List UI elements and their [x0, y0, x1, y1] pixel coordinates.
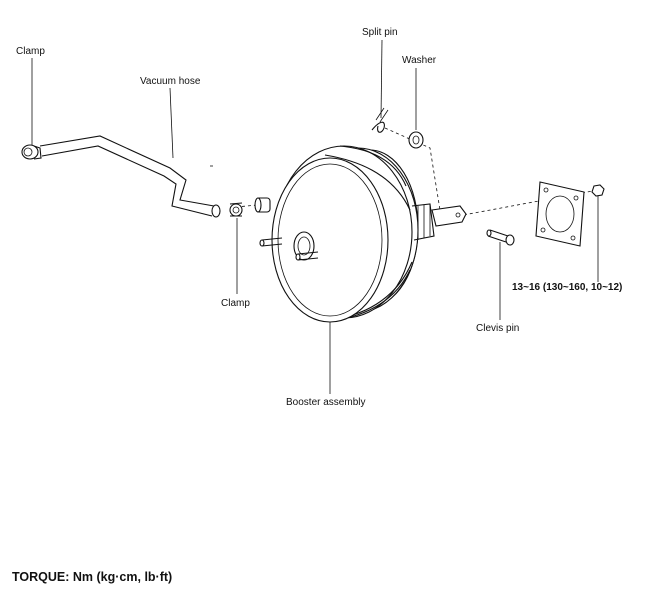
nut-part	[591, 184, 605, 197]
vacuum-hose-part	[39, 135, 221, 218]
torque-prefix: TORQUE:	[12, 570, 70, 584]
leader-split-pin	[380, 39, 383, 119]
split-pin-part	[371, 107, 389, 133]
clamp-top-part	[21, 144, 42, 160]
clamp-mid-part	[229, 202, 243, 217]
label-torque-value: 13~16 (130~160, 10~12)	[512, 282, 622, 293]
dash-clamp-to-fitting	[235, 204, 259, 208]
label-split-pin: Split pin	[362, 27, 398, 38]
torque-units-note: TORQUE: Nm (kg·cm, lb·ft)	[12, 570, 172, 584]
clevis-pin-part	[486, 229, 515, 246]
washer-part	[408, 131, 424, 149]
dash-washer-to-yoke	[384, 127, 441, 211]
label-clevis-pin: Clevis pin	[476, 323, 519, 334]
label-clamp-top: Clamp	[16, 46, 45, 57]
label-booster-assembly: Booster assembly	[286, 397, 365, 408]
gasket-part	[535, 181, 585, 247]
label-washer: Washer	[402, 55, 437, 66]
leader-lines	[31, 39, 599, 394]
push-rod-yoke	[411, 203, 467, 241]
leader-vacuum-hose	[169, 87, 174, 159]
assembly-lines	[210, 127, 599, 217]
callout-labels: Clamp Vacuum hose Split pin Washer 13~16…	[16, 27, 622, 408]
label-vacuum-hose: Vacuum hose	[140, 76, 201, 87]
label-clamp-mid: Clamp	[221, 298, 250, 309]
booster-body	[259, 145, 419, 323]
torque-units: Nm (kg·cm, lb·ft)	[72, 570, 173, 584]
check-valve-fitting	[254, 197, 271, 213]
